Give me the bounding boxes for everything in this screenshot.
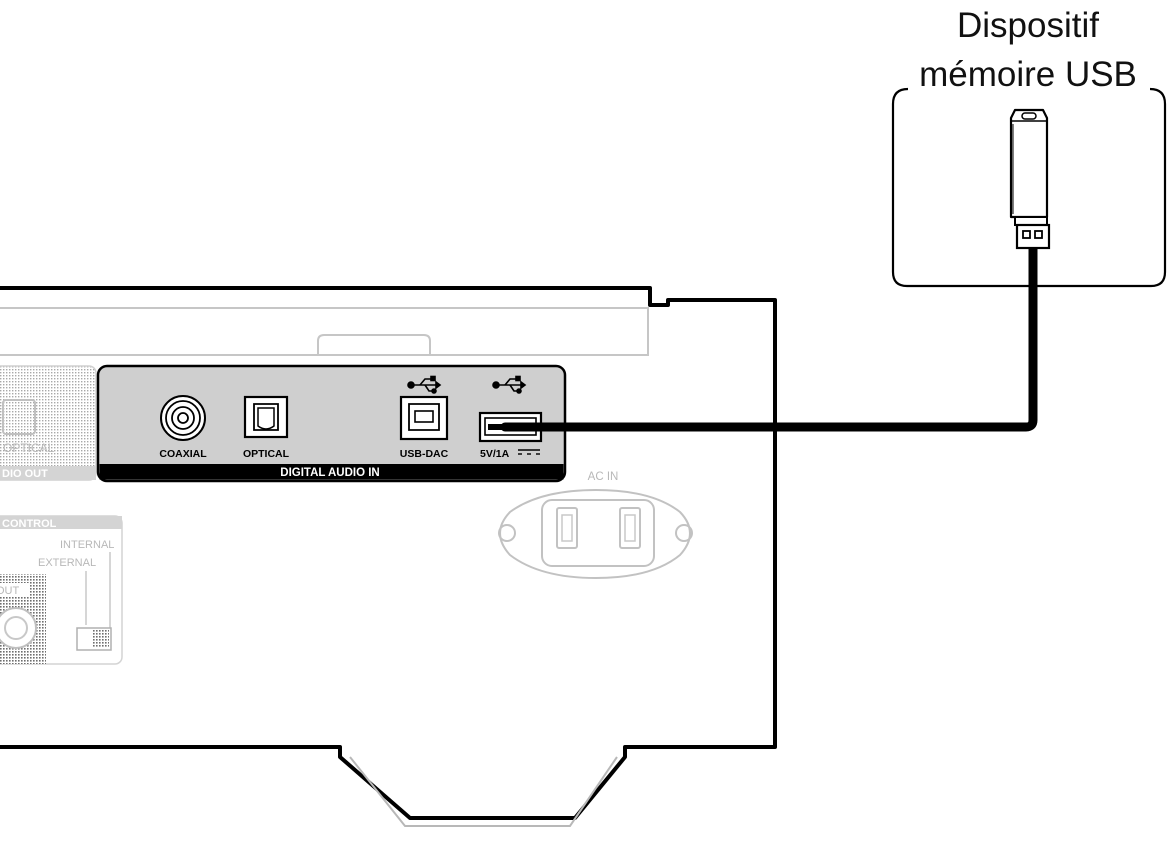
usb-memory-device: Dispositif mémoire USB [891,6,1167,288]
faded-out-label: OUT [0,585,20,597]
faded-internal-label: INTERNAL [60,539,114,551]
digital-audio-in-panel: DIGITAL AUDIO IN COAXIAL OPTICAL [96,364,567,483]
usb-dac-port[interactable] [399,395,449,441]
usb-stick-icon [1009,108,1051,250]
faded-optical-port [2,399,36,435]
dc-symbol-icon [518,449,540,455]
top-ledge [0,307,649,356]
coaxial-port[interactable] [160,395,206,441]
ledge-tab [317,334,431,355]
device-title-line2: mémoire USB [919,55,1137,94]
optical-label: OPTICAL [243,448,290,460]
faded-optical-label: OPTICAL [3,441,55,455]
faded-audio-out-label: DIO OUT [2,468,48,480]
unit-body [0,286,777,827]
coaxial-label: COAXIAL [159,448,207,460]
usb-symbol-icon [492,375,527,394]
unit-foot [349,756,618,827]
digital-audio-in-label: DIGITAL AUDIO IN [280,467,379,479]
faded-control-section: CONTROL INTERNAL EXTERNAL OUT [0,515,123,665]
usb-cable [500,243,1038,432]
ac-in-label: AC IN [588,471,619,483]
optical-port[interactable] [243,395,289,439]
faded-external-label: EXTERNAL [38,557,96,569]
ac-in-socket: AC IN [498,471,693,580]
usb-dac-label: USB-DAC [400,448,449,460]
faded-audio-out-section: OPTICAL DIO OUT [0,365,97,481]
device-title-line1: Dispositif [957,6,1099,45]
usb-symbol-icon [407,375,442,394]
usb-a-label: 5V/1A [480,448,510,460]
faded-control-label: CONTROL [2,518,57,530]
